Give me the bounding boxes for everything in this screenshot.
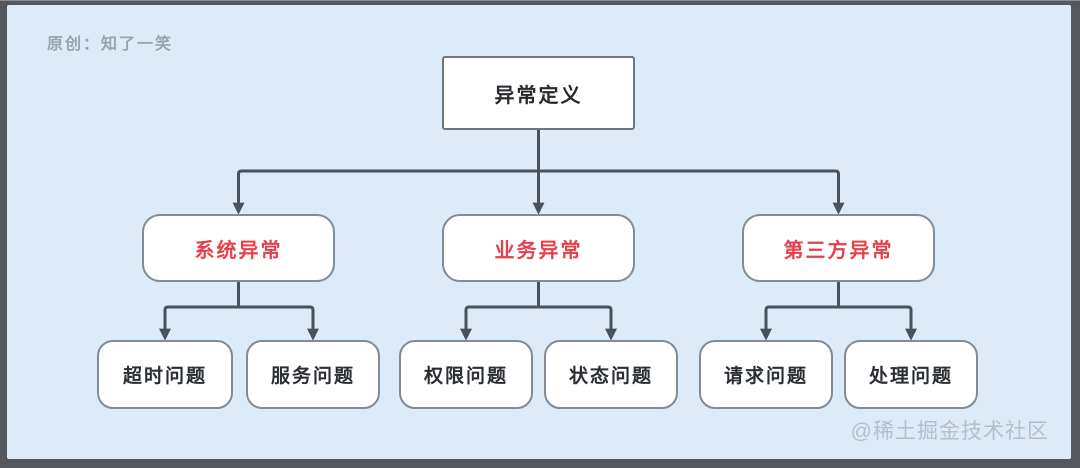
community-watermark: @稀土掘金技术社区 bbox=[850, 420, 1049, 443]
node-label: 服务问题 bbox=[270, 366, 355, 387]
node-third-party-exception: 第三方异常 bbox=[742, 214, 935, 282]
node-label: 状态问题 bbox=[568, 366, 653, 387]
node-label: 异常定义 bbox=[494, 84, 583, 107]
node-request-issue: 请求问题 bbox=[699, 340, 833, 409]
node-label: 超时问题 bbox=[122, 366, 207, 387]
node-label: 系统异常 bbox=[194, 239, 283, 262]
node-business-exception: 业务异常 bbox=[442, 214, 635, 282]
node-handling-issue: 处理问题 bbox=[844, 340, 978, 409]
node-label: 处理问题 bbox=[868, 366, 953, 387]
node-status-issue: 状态问题 bbox=[544, 340, 678, 409]
node-system-exception: 系统异常 bbox=[142, 214, 335, 282]
node-exception-definition: 异常定义 bbox=[442, 56, 635, 130]
node-label: 第三方异常 bbox=[783, 239, 894, 262]
author-credit-watermark: 原创：知了一笑 bbox=[47, 36, 174, 53]
node-timeout-issue: 超时问题 bbox=[97, 340, 233, 409]
node-label: 业务异常 bbox=[494, 239, 583, 262]
node-permission-issue: 权限问题 bbox=[399, 340, 533, 409]
node-service-issue: 服务问题 bbox=[246, 340, 380, 409]
node-label: 权限问题 bbox=[423, 366, 508, 387]
node-label: 请求问题 bbox=[723, 366, 808, 387]
